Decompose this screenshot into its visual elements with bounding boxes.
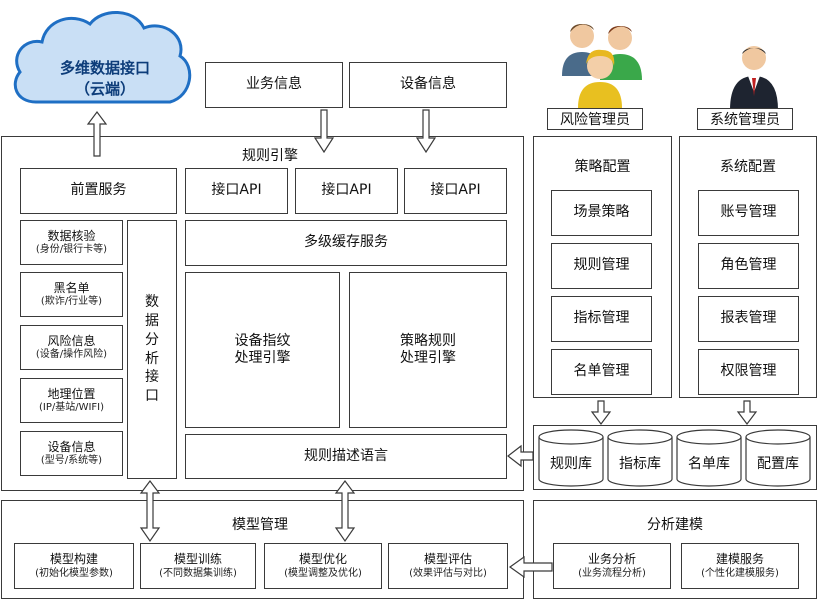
cloud-label: 多维数据接口 （云端）	[30, 58, 180, 100]
analysis-interface-char: 据	[145, 312, 159, 329]
analysis-item-title: 业务分析	[587, 552, 636, 567]
data-check-item: 风险信息 (设备/操作风险)	[20, 325, 123, 370]
data-check-title: 数据核验	[47, 228, 96, 243]
strategy-engine-box: 策略规则 处理引擎	[349, 272, 507, 428]
device-info-box: 设备信息	[349, 62, 507, 108]
cloud-title: 多维数据接口	[59, 59, 150, 77]
api-box-3: 接口API	[404, 168, 507, 214]
strategy-config-title: 策略配置	[574, 159, 631, 175]
arrow-down-icon	[590, 400, 612, 425]
model-mgmt-title: 模型管理	[232, 517, 288, 533]
data-check-title: 黑名单	[53, 280, 90, 295]
model-item-sub: (效果评估与对比)	[409, 567, 487, 579]
database-cylinders	[538, 429, 811, 487]
system-config-item: 角色管理	[698, 243, 799, 289]
analysis-interface-char: 分	[145, 331, 159, 348]
model-item-title: 模型构建	[49, 552, 98, 567]
system-config-item: 账号管理	[698, 190, 799, 236]
analysis-interface-char: 口	[145, 388, 159, 405]
model-mgmt-item: 模型训练 (不同数据集训练)	[140, 543, 256, 589]
analysis-interface-char: 析	[145, 350, 159, 367]
database-label: 指标库	[619, 456, 661, 472]
model-item-title: 模型评估	[423, 552, 472, 567]
sys-admin-label: 系统管理员	[697, 108, 793, 130]
cloud-shape	[13, 11, 192, 104]
data-check-item: 地理位置 (IP/基站/WIFI)	[20, 378, 123, 423]
analysis-interface-box: 数 据 分 析 接 口	[127, 220, 177, 479]
arrow-down-icon	[736, 400, 758, 425]
database-cylinder	[538, 429, 604, 487]
data-check-sub: (身份/银行卡等)	[35, 244, 108, 256]
data-check-item: 数据核验 (身份/银行卡等)	[20, 220, 123, 265]
model-mgmt-item: 模型评估 (效果评估与对比)	[388, 543, 508, 589]
data-check-sub: (欺诈/行业等)	[40, 296, 103, 308]
analysis-modeling-item: 业务分析 (业务流程分析)	[553, 543, 671, 589]
database-label: 名单库	[688, 456, 730, 472]
data-check-sub: (型号/系统等)	[40, 455, 103, 467]
analysis-modeling-title: 分析建模	[647, 517, 703, 533]
data-check-title: 风险信息	[47, 333, 96, 348]
database-cylinder	[607, 429, 673, 487]
analysis-interface-char: 接	[145, 369, 159, 386]
system-config-item: 报表管理	[698, 296, 799, 342]
fingerprint-engine-line: 处理引擎	[234, 350, 291, 366]
model-item-title: 模型优化	[298, 552, 347, 567]
data-check-sub: (IP/基站/WIFI)	[38, 402, 105, 414]
rule-engine-title: 规则引擎	[242, 148, 298, 164]
strategy-config-item: 名单管理	[551, 349, 652, 395]
model-mgmt-item: 模型优化 (模型调整及优化)	[264, 543, 382, 589]
fingerprint-engine-line: 设备指纹	[234, 332, 291, 349]
cloud-subtitle: （云端）	[74, 80, 135, 98]
model-item-sub: (模型调整及优化)	[284, 567, 362, 579]
data-check-item: 黑名单 (欺诈/行业等)	[20, 272, 123, 317]
database-cylinder	[745, 429, 811, 487]
api-box-1: 接口API	[185, 168, 288, 214]
analysis-interface-char: 数	[145, 293, 159, 310]
strategy-config-item: 规则管理	[551, 243, 652, 289]
data-check-sub: (设备/操作风险)	[35, 349, 108, 361]
sys-admin-icon	[730, 46, 778, 110]
model-item-sub: (不同数据集训练)	[159, 567, 237, 579]
strategy-config-item: 场景策略	[551, 190, 652, 236]
strategy-engine-line: 处理引擎	[400, 350, 456, 366]
system-config-item: 权限管理	[698, 349, 799, 395]
system-config-title: 系统配置	[720, 159, 776, 175]
biz-info-box: 业务信息	[205, 62, 343, 108]
analysis-item-title: 建模服务	[715, 552, 764, 567]
cache-service-box: 多级缓存服务	[185, 220, 507, 266]
analysis-modeling-item: 建模服务 (个性化建模服务)	[681, 543, 799, 589]
data-check-title: 设备信息	[47, 439, 96, 454]
model-mgmt-item: 模型构建 (初始化模型参数)	[14, 543, 134, 589]
database-label: 配置库	[757, 456, 799, 472]
api-box-2: 接口API	[295, 168, 398, 214]
database-label: 规则库	[550, 456, 592, 472]
strategy-config-item: 指标管理	[551, 296, 652, 342]
model-item-title: 模型训练	[173, 552, 222, 567]
strategy-engine-line: 策略规则	[400, 332, 456, 349]
data-check-item: 设备信息 (型号/系统等)	[20, 431, 123, 476]
rule-language-box: 规则描述语言	[185, 434, 507, 479]
risk-admin-label: 风险管理员	[547, 108, 643, 130]
risk-admin-group-icon	[562, 24, 642, 108]
data-check-title: 地理位置	[47, 386, 96, 401]
analysis-item-sub: (个性化建模服务)	[701, 567, 779, 579]
pre-service-box: 前置服务	[20, 168, 177, 214]
model-item-sub: (初始化模型参数)	[35, 567, 113, 579]
database-cylinder	[676, 429, 742, 487]
analysis-item-sub: (业务流程分析)	[578, 567, 646, 579]
fingerprint-engine-box: 设备指纹 处理引擎	[185, 272, 340, 428]
